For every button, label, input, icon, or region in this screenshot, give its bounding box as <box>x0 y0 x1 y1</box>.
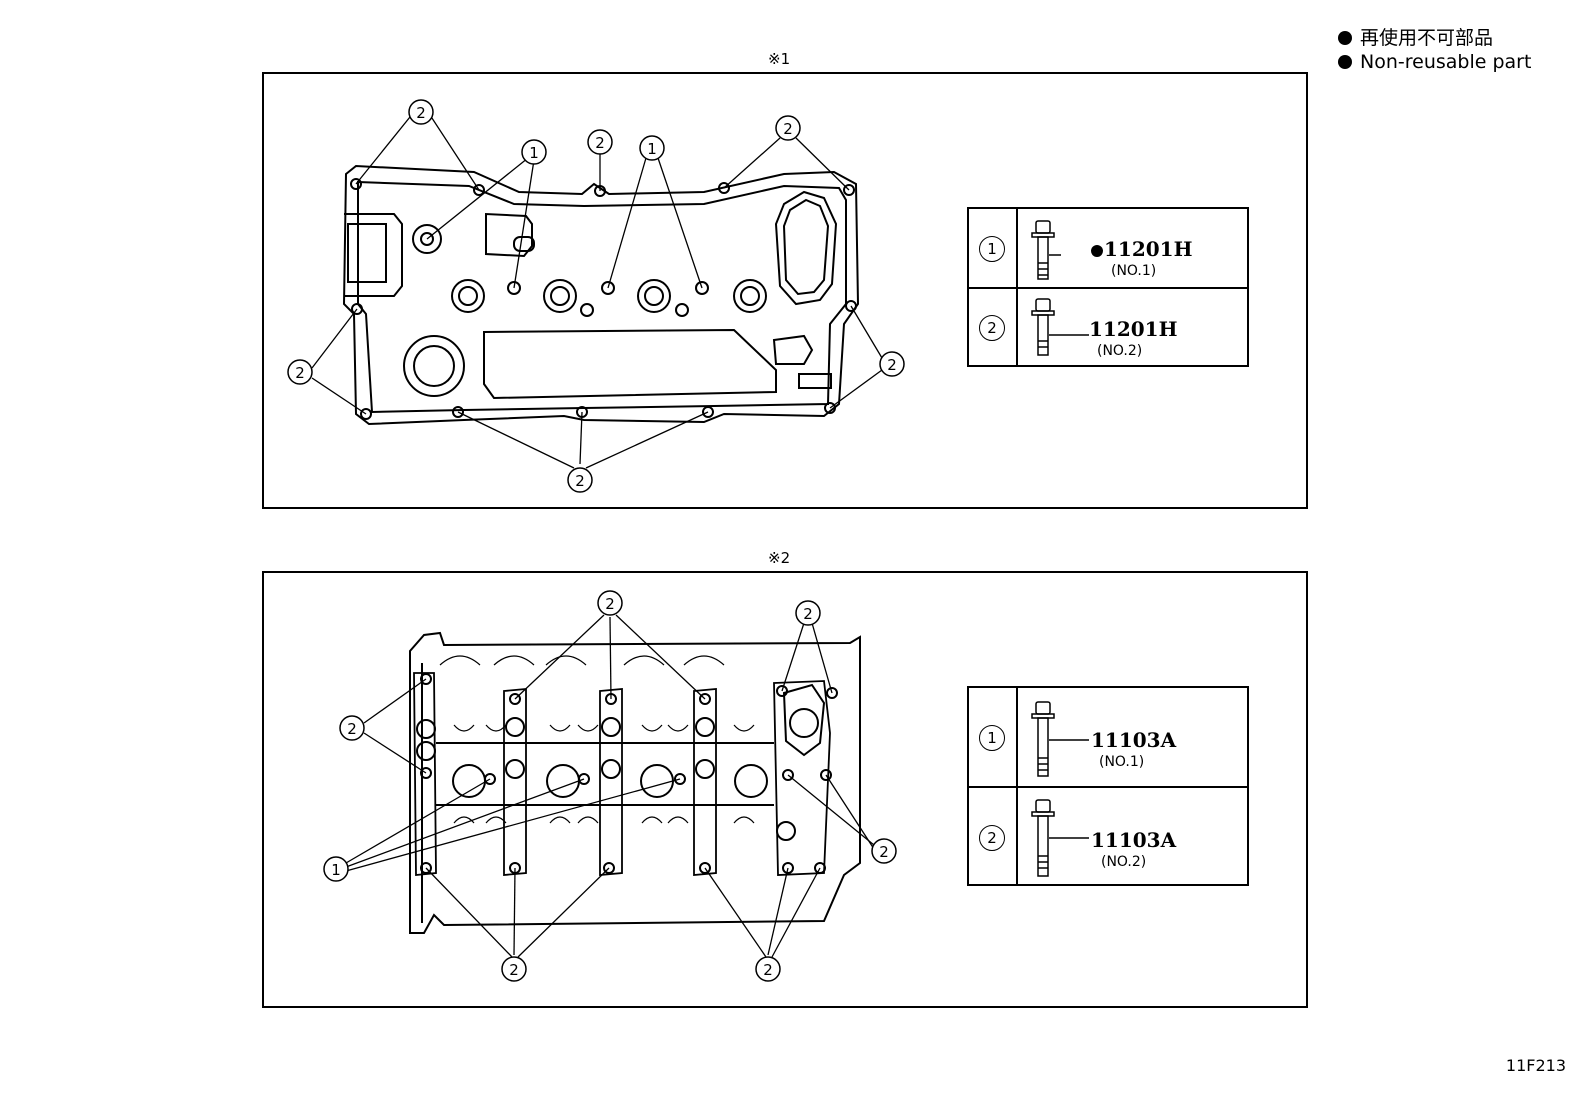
bolt-table-1: 1 11201H (NO.1) 2 11201H (NO.2) <box>967 207 1249 367</box>
callout-2-text: 2 <box>575 472 585 490</box>
bolt-size: (NO.2) <box>1101 854 1147 870</box>
callout-2-text: 2 <box>605 595 615 613</box>
callout-group: 2 2 2 1 2 2 2 <box>323 590 897 982</box>
bullet-icon <box>1338 31 1352 45</box>
panel-2-label: ※2 <box>768 549 791 567</box>
non-reusable-dot-icon <box>1091 245 1103 257</box>
callout-2: 2 <box>755 956 781 982</box>
flange-bolt-icon <box>1031 298 1089 356</box>
callout-2-text: 2 <box>887 356 897 374</box>
callout-2: 2 <box>408 99 434 125</box>
callout-2-text: 2 <box>295 364 305 382</box>
bolt-table-2: 1 11103A (NO.1) 2 11103A (NO.2) <box>967 686 1249 886</box>
callout-1-text: 1 <box>529 144 539 162</box>
callout-1: 1 <box>639 135 665 161</box>
callout-2: 2 <box>287 359 313 385</box>
bolt-code: 11103A <box>1091 728 1177 752</box>
callout-2: 2 <box>871 838 897 864</box>
camshaft-housing-drawing: 2 2 2 1 2 2 2 <box>323 590 897 982</box>
bolt-code: 11103A <box>1091 828 1177 852</box>
callout-2-text: 2 <box>803 605 813 623</box>
callout-2-text: 2 <box>783 120 793 138</box>
callout-1-text: 1 <box>331 861 341 879</box>
bolt-number: 2 <box>979 315 1005 341</box>
callout-2-text: 2 <box>416 104 426 122</box>
callout-2-text: 2 <box>879 843 889 861</box>
bolt-number: 1 <box>979 236 1005 262</box>
legend-row-ja: 再使用不可部品 <box>1338 26 1531 50</box>
callout-2-text: 2 <box>347 720 357 738</box>
flange-bolt-icon <box>1031 799 1089 877</box>
bolt-size: (NO.2) <box>1097 343 1143 359</box>
bolt-number: 2 <box>979 825 1005 851</box>
bolt-row-1: 1 11103A (NO.1) <box>969 688 1247 786</box>
bolt-size: (NO.1) <box>1111 263 1157 279</box>
bolt-code: 11201H <box>1104 237 1193 261</box>
callout-2: 2 <box>567 467 593 493</box>
flange-bolt-icon <box>1031 701 1089 777</box>
callout-1: 1 <box>521 139 547 165</box>
callout-2: 2 <box>795 600 821 626</box>
bolt-row-2: 2 11201H (NO.2) <box>969 289 1247 367</box>
panel-1-label: ※1 <box>768 50 791 68</box>
bolt-code: 11201H <box>1089 317 1178 341</box>
legend: 再使用不可部品 Non-reusable part <box>1338 26 1531 74</box>
callout-2: 2 <box>587 129 613 155</box>
legend-row-en: Non-reusable part <box>1338 50 1531 74</box>
callout-1: 1 <box>323 856 349 882</box>
panel-cylinder-head-cover: 2 1 2 1 2 2 2 2 1 11201H (NO.1) 2 <box>262 72 1308 509</box>
callout-2: 2 <box>339 715 365 741</box>
callout-2-text: 2 <box>595 134 605 152</box>
callout-2-text: 2 <box>509 961 519 979</box>
callout-2: 2 <box>879 351 905 377</box>
figure-id: 11F213 <box>1505 1056 1566 1075</box>
bullet-icon <box>1338 55 1352 69</box>
bolt-row-1: 1 11201H (NO.1) <box>969 209 1247 287</box>
flange-bolt-icon <box>1031 220 1061 280</box>
callout-group: 2 1 2 1 2 2 2 2 <box>287 99 905 493</box>
callout-1-text: 1 <box>647 140 657 158</box>
callout-2-text: 2 <box>763 961 773 979</box>
bolt-number: 1 <box>979 725 1005 751</box>
callout-2: 2 <box>775 115 801 141</box>
callout-2: 2 <box>501 956 527 982</box>
bolt-size: (NO.1) <box>1099 754 1145 770</box>
legend-text-en: Non-reusable part <box>1360 51 1532 73</box>
callout-2: 2 <box>597 590 623 616</box>
panel-camshaft-housing: 2 2 2 1 2 2 2 1 11103A (NO.1) 2 1 <box>262 571 1308 1008</box>
legend-text-ja: 再使用不可部品 <box>1360 27 1494 49</box>
cylinder-head-cover-drawing: 2 1 2 1 2 2 2 2 <box>287 99 905 493</box>
bolt-row-2: 2 11103A (NO.2) <box>969 788 1247 886</box>
